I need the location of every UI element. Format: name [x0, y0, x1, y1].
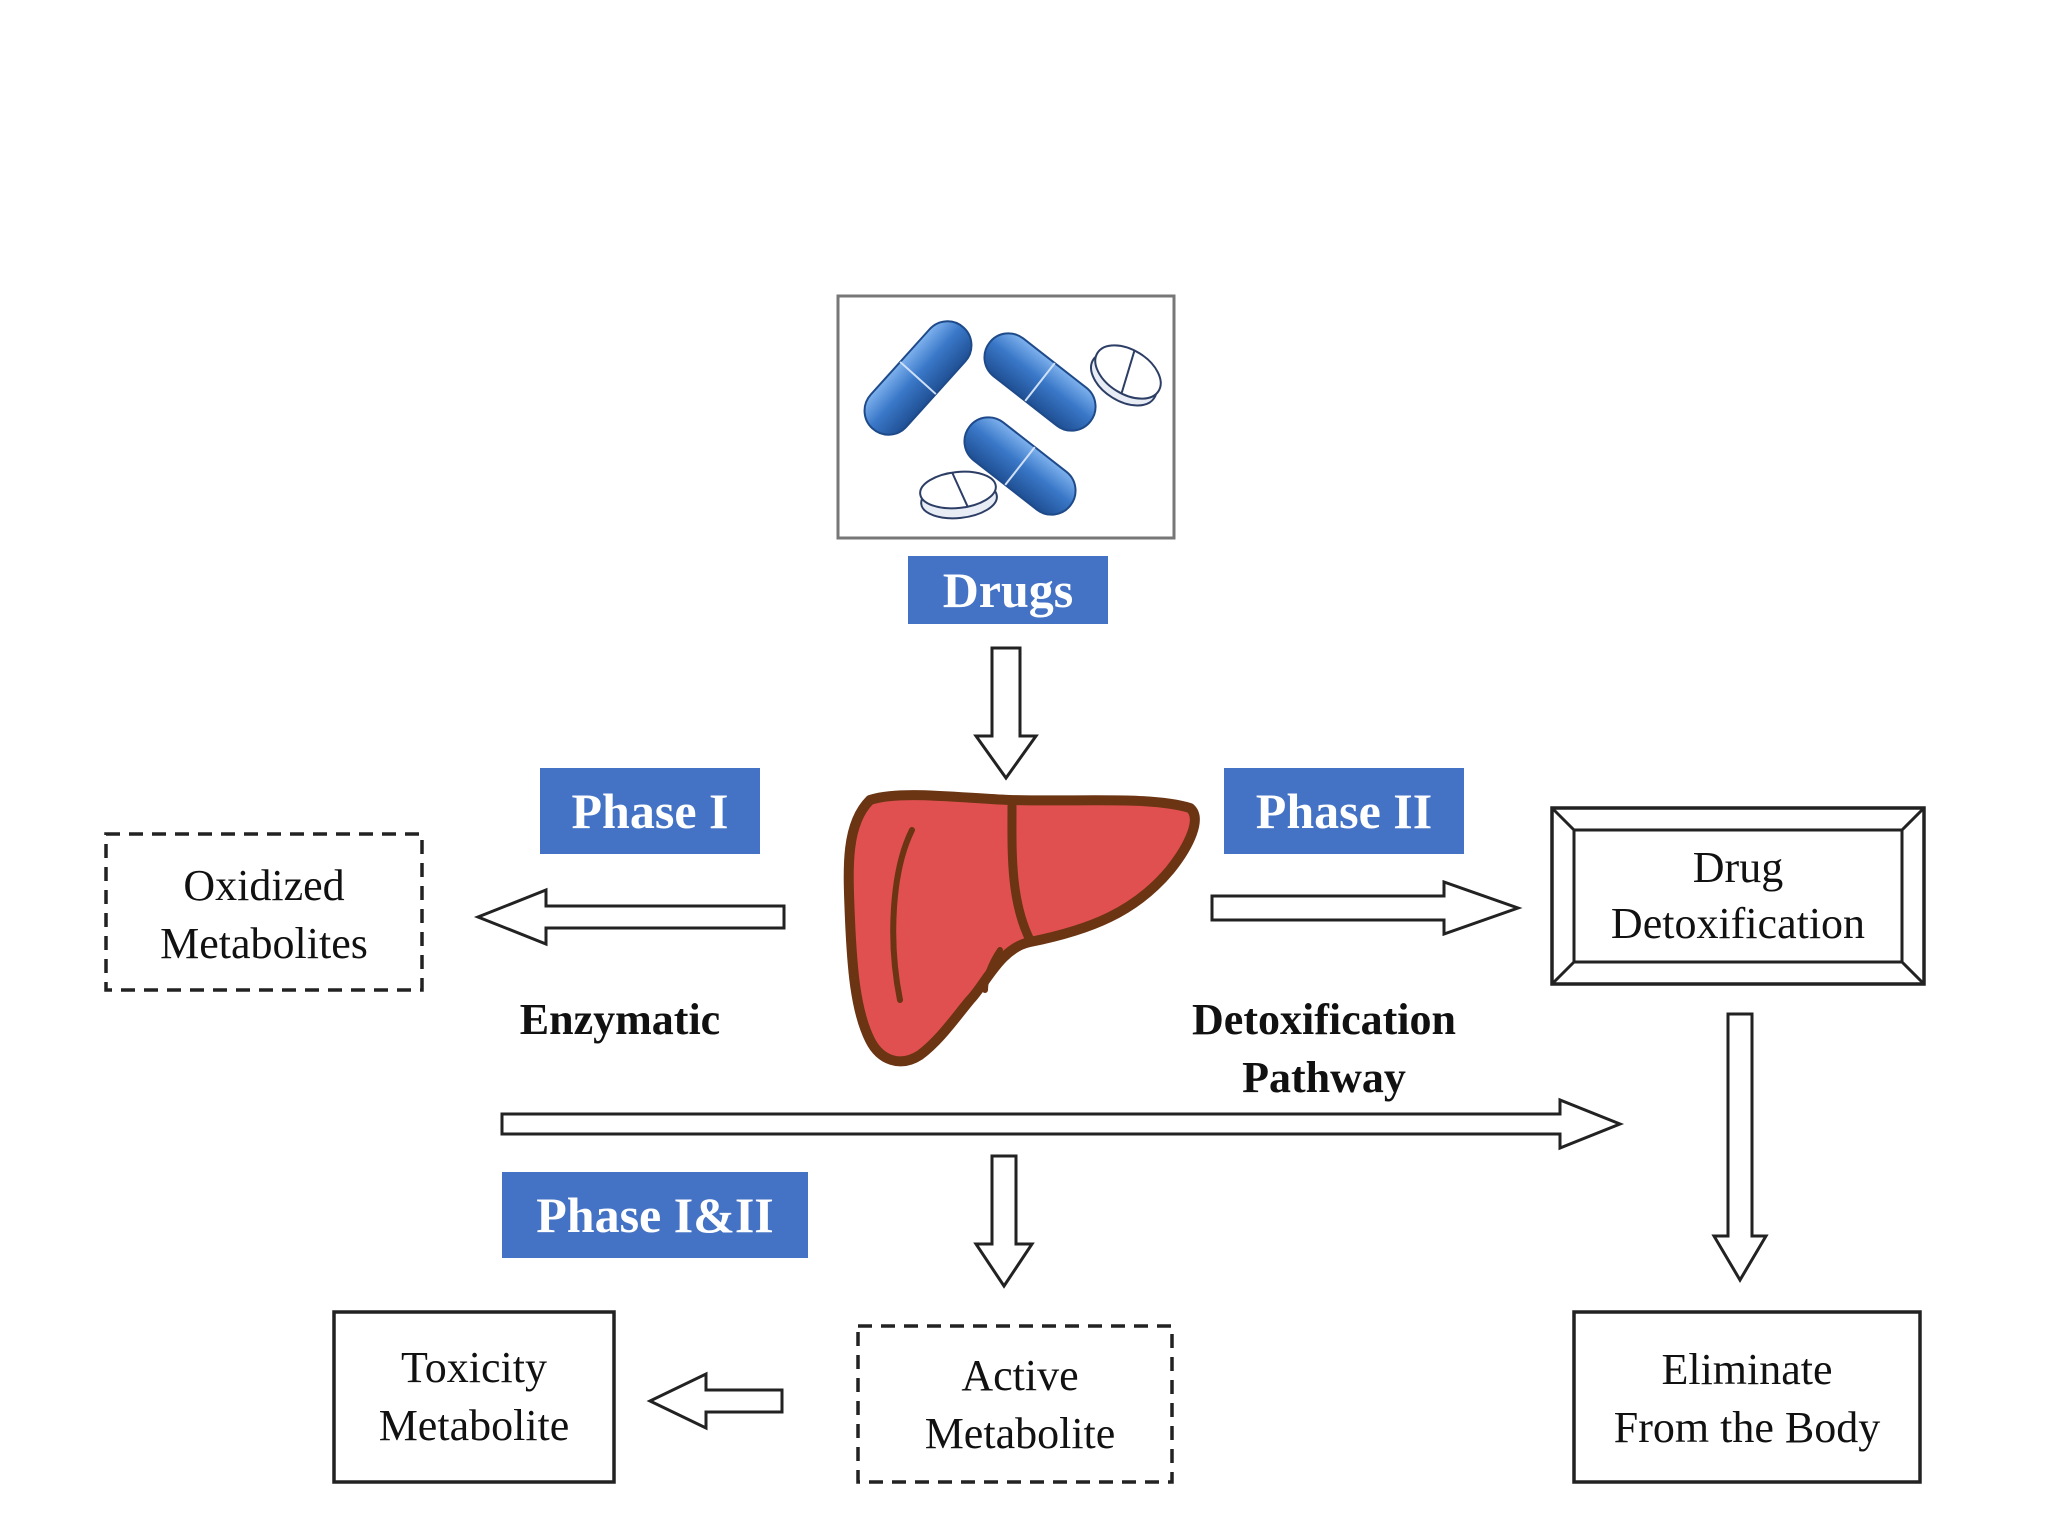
- pills-icon: [863, 320, 1162, 520]
- drug-detox-line1: Drug: [1693, 843, 1783, 892]
- arrow-to-drug-detox: [1210, 879, 1523, 937]
- arrow-to-oxidized: [473, 887, 786, 947]
- phase1-badge: Phase I: [540, 768, 760, 854]
- arrow-to-eliminate: [1711, 1012, 1769, 1283]
- phase2-badge: Phase II: [1224, 768, 1464, 854]
- eliminate-box: Eliminate From the Body: [1572, 1310, 1922, 1484]
- toxicity-line1: Toxicity: [401, 1343, 547, 1392]
- active-metabolite-box: Active Metabolite: [856, 1324, 1174, 1484]
- phase12-badge: Phase I&II: [502, 1172, 808, 1258]
- oxidized-metabolites-box: Oxidized Metabolites: [104, 832, 424, 992]
- drugs-label: Drugs: [943, 562, 1074, 618]
- active-line1: Active: [961, 1351, 1078, 1400]
- phase2-label: Phase II: [1256, 783, 1432, 839]
- arrow-to-toxicity: [646, 1371, 784, 1431]
- active-line2: Metabolite: [925, 1409, 1116, 1458]
- enzymatic-label: Enzymatic: [520, 995, 720, 1044]
- arrow-drugs-to-liver: [973, 646, 1039, 781]
- liver-icon: [843, 790, 1200, 1067]
- phase1-label: Phase I: [572, 783, 729, 839]
- detox-pathway-line2: Pathway: [1242, 1053, 1406, 1102]
- drug-detox-line2: Detoxification: [1611, 899, 1865, 948]
- oxidized-line1: Oxidized: [183, 861, 344, 910]
- oxidized-line2: Metabolites: [160, 919, 368, 968]
- drug-detoxification-box: Drug Detoxification: [1550, 806, 1926, 986]
- toxicity-line2: Metabolite: [379, 1401, 570, 1450]
- detox-pathway-line1: Detoxification: [1192, 995, 1456, 1044]
- toxicity-metabolite-box: Toxicity Metabolite: [332, 1310, 616, 1484]
- drugs-image-box: [836, 294, 1176, 540]
- arrow-phase12-pathway: [500, 1097, 1625, 1151]
- drugs-badge: Drugs: [908, 556, 1108, 624]
- eliminate-line2: From the Body: [1614, 1403, 1880, 1452]
- arrow-to-active: [973, 1154, 1035, 1289]
- phase12-label: Phase I&II: [536, 1187, 774, 1243]
- eliminate-line1: Eliminate: [1661, 1345, 1832, 1394]
